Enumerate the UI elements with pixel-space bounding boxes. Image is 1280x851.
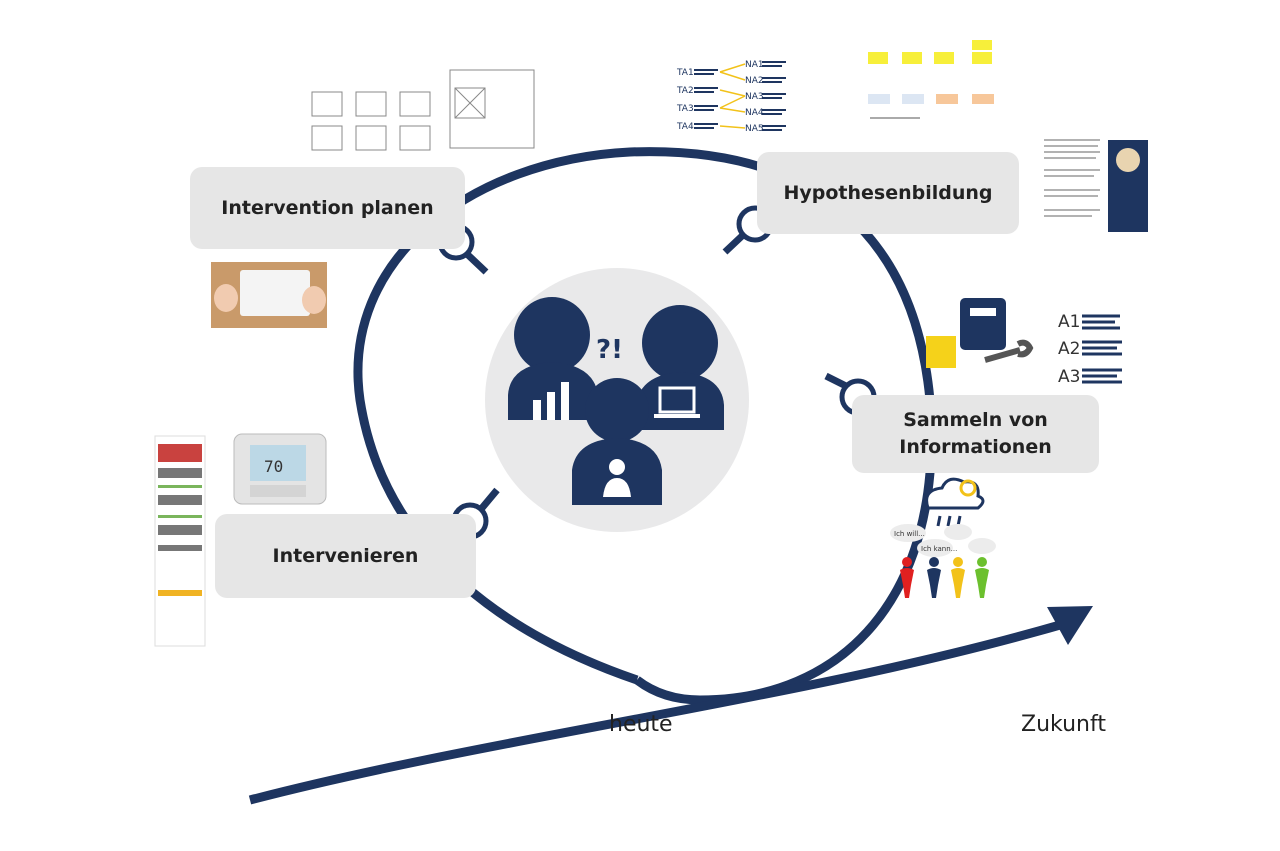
step-intervention-planen: Intervention planen <box>190 167 465 249</box>
wireframe-thumbnail <box>311 69 535 151</box>
team-icon <box>508 297 724 505</box>
na-label-2: NA2 <box>745 76 764 86</box>
figure-head <box>929 557 939 567</box>
sticky-matrix-thumbnail <box>843 38 1003 122</box>
cv-thumbnail <box>1040 130 1148 232</box>
timeline-arrowhead <box>1047 606 1093 645</box>
step-label-hypo: Hypothesenbildung <box>783 181 993 204</box>
question-exclamation: ?! <box>596 335 623 365</box>
ta-label-1: TA1 <box>676 68 694 78</box>
speech-bubble-1 <box>890 524 926 542</box>
stakeholder-figures <box>900 557 989 598</box>
sticky-note-icon <box>926 336 956 368</box>
bubble-text-2: Ich kann... <box>921 545 957 553</box>
wrench-icon <box>984 339 1034 363</box>
na-label-1: NA1 <box>745 60 764 70</box>
sun-icon <box>959 479 977 497</box>
ta-label-2: TA2 <box>676 86 694 96</box>
na-label-3: NA3 <box>745 92 764 102</box>
figure-head <box>902 557 912 567</box>
step-label-plan: Intervention planen <box>221 196 434 219</box>
cycle-loop <box>353 147 936 705</box>
ta-label-4: TA4 <box>676 122 694 132</box>
speech-bubble-2 <box>917 539 953 557</box>
step-label-collect-1: Sammeln von <box>903 409 1048 432</box>
weather-cloud-icon <box>925 477 985 527</box>
answer-label-2: A2 <box>1058 339 1080 359</box>
figure-body <box>927 568 941 598</box>
chart-bars-icon <box>533 382 569 420</box>
thermostat-reading: 70 <box>264 457 283 476</box>
answer-label-3: A3 <box>1058 367 1080 387</box>
speech-bubble-3 <box>944 524 972 540</box>
notebook-icon <box>960 298 1006 350</box>
figure-body <box>975 568 989 598</box>
answer-label-1: A1 <box>1058 312 1080 332</box>
website-screenshot <box>154 435 206 647</box>
na-label-5: NA5 <box>745 124 764 134</box>
ta-na-diagram: TA1 TA2 TA3 TA4 NA1 NA2 NA3 NA4 NA5 <box>676 60 786 134</box>
speech-bubble-4 <box>968 538 996 554</box>
step-hypothesenbildung: Hypothesenbildung <box>757 152 1019 234</box>
step-intervenieren: Intervenieren <box>215 514 476 598</box>
timeline-arrow-line <box>248 620 1062 805</box>
tablet-photo <box>211 262 327 328</box>
ta-label-3: TA3 <box>676 104 694 114</box>
step-label-collect-2: Informationen <box>899 436 1052 458</box>
bubble-text-1: Ich will... <box>894 530 925 538</box>
person-small-icon <box>603 459 631 497</box>
step-sammeln: Sammeln von Informationen <box>852 395 1099 473</box>
answer-lines <box>1082 314 1122 384</box>
figure-head <box>953 557 963 567</box>
figure-head <box>977 557 987 567</box>
thermostat-image <box>233 433 327 505</box>
figure-body <box>900 568 914 598</box>
na-label-4: NA4 <box>745 108 764 118</box>
step-label-intervene: Intervenieren <box>272 544 419 567</box>
laptop-icon <box>654 386 700 418</box>
figure-body <box>951 568 965 598</box>
timeline-label-future: Zukunft <box>1021 712 1106 737</box>
timeline-label-today: heute <box>609 712 673 737</box>
